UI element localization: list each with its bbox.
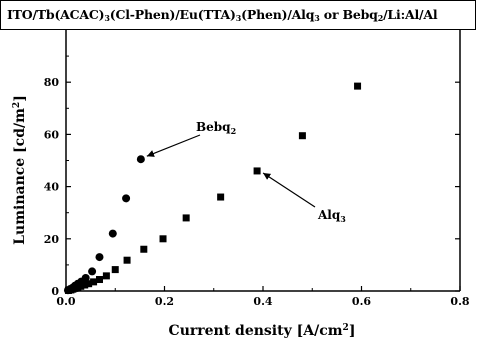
alq3-point <box>102 272 110 280</box>
alq3-annotation-label: Alq3 <box>317 208 346 224</box>
x-axis-label: Current density [A/cm2] <box>169 323 356 339</box>
alq3-point <box>354 82 362 90</box>
alq3-point <box>140 245 148 253</box>
bebq2-point <box>136 155 145 164</box>
bebq2-annotation-label: Bebq2 <box>196 120 236 136</box>
bebq2-point <box>95 253 104 262</box>
alq3-point <box>217 193 225 201</box>
y-tick-label: 0 <box>51 285 59 298</box>
alq3-point <box>85 280 93 288</box>
data-points <box>63 82 362 295</box>
y-tick-label: 80 <box>44 76 60 89</box>
alq3-point <box>253 167 261 175</box>
bebq2-point <box>122 194 131 203</box>
plot-axes <box>65 30 461 292</box>
y-axis-ticks: 0 20 40 60 80 <box>44 55 460 298</box>
alq3-point <box>111 266 119 274</box>
alq3-point <box>298 132 306 140</box>
x-tick-label: 0.0 <box>56 295 75 308</box>
alq3-point <box>182 214 190 222</box>
alq3-point <box>123 256 131 264</box>
y-axis-label: Luminance [cd/m2] <box>12 95 28 245</box>
bebq2-annotation-arrow <box>146 134 201 157</box>
alq3-point <box>77 282 85 290</box>
x-axis-ticks: 0.0 0.2 0.4 0.6 0.8 <box>56 286 470 308</box>
bebq2-point <box>108 229 117 238</box>
y-tick-label: 20 <box>44 233 60 246</box>
bebq2-point <box>88 267 97 276</box>
x-tick-label: 0.2 <box>155 295 174 308</box>
x-tick-label: 0.4 <box>253 295 272 308</box>
bebq2-point <box>81 273 90 282</box>
chart-title: ITO/Tb(ACAC)3(Cl-Phen)/Eu(TTA)3(Phen)/Al… <box>0 0 476 30</box>
y-tick-label: 40 <box>44 181 60 194</box>
alq3-annotation-arrow <box>262 172 316 208</box>
alq3-point <box>159 235 167 243</box>
alq3-point <box>95 276 103 284</box>
x-tick-label: 0.8 <box>450 295 469 308</box>
alq3-point <box>81 281 89 289</box>
x-tick-label: 0.6 <box>352 295 371 308</box>
y-tick-label: 60 <box>44 128 60 141</box>
alq3-point <box>90 278 98 286</box>
